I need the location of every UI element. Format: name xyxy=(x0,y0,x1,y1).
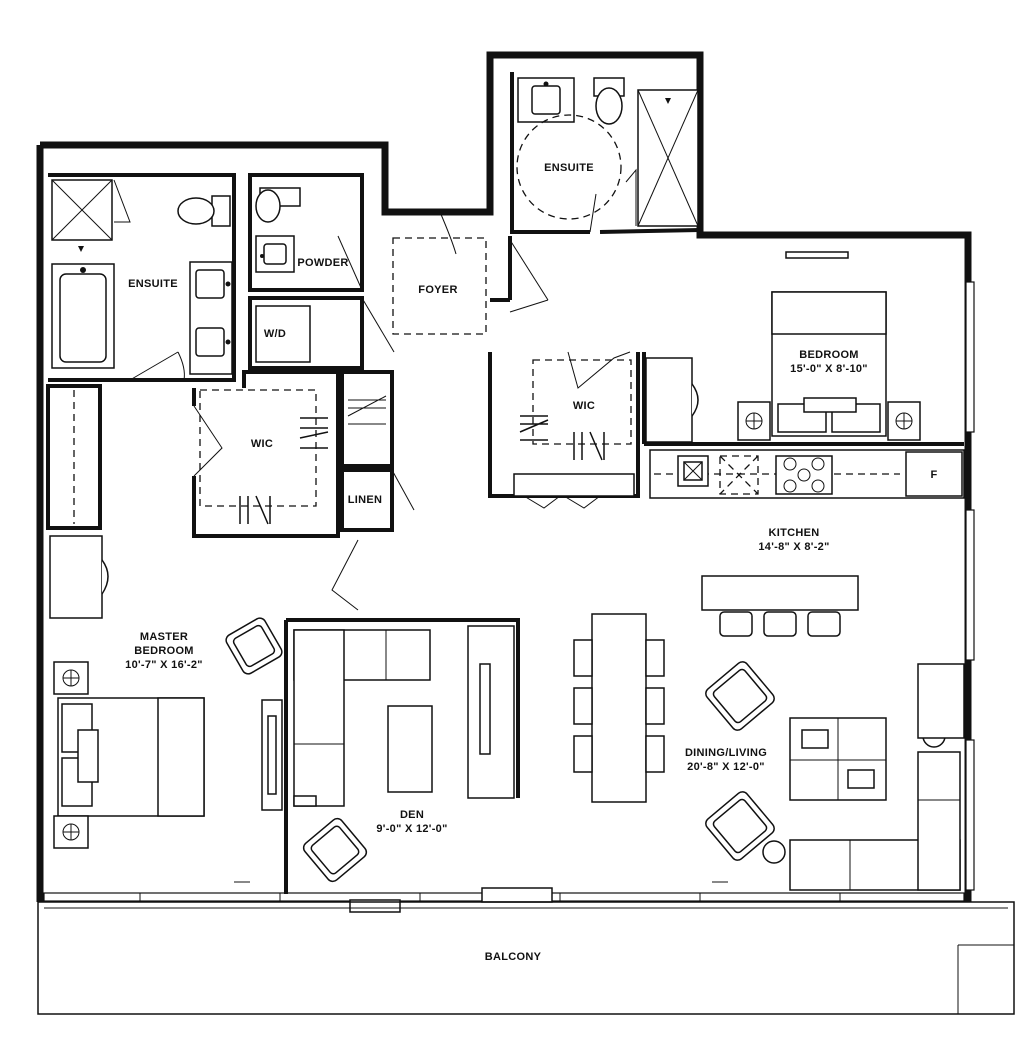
foyer-label: FOYER xyxy=(418,284,457,296)
interior-walls xyxy=(70,236,728,883)
second-wic: WIC xyxy=(488,351,640,509)
kitchen: F KITCHEN 14'-8" X 8'-2" xyxy=(649,449,965,637)
bedroom-dims: 15'-0" X 8'-10" xyxy=(790,363,868,375)
den: DEN 9'-0" X 12'-0" xyxy=(284,618,520,894)
second-bedroom: BEDROOM 15'-0" X 8'-10" xyxy=(642,251,964,446)
balcony-label: BALCONY xyxy=(485,951,542,963)
bedroom-label: BEDROOM xyxy=(799,349,859,361)
dining-living-label: DINING/LIVING xyxy=(685,747,767,759)
kitchen-dims: 14'-8" X 8'-2" xyxy=(758,541,829,553)
east-windows xyxy=(965,281,975,891)
wd-label: W/D xyxy=(264,328,286,340)
wic-second-label: WIC xyxy=(573,400,595,412)
master-bedroom: MASTER BEDROOM 10'-7" X 16'-2" xyxy=(46,384,283,849)
master-walk-in-closet: WIC xyxy=(192,370,340,538)
foyer: FOYER xyxy=(392,211,549,335)
powder-room: POWDER xyxy=(248,173,364,292)
laundry-closet: W/D xyxy=(248,235,395,370)
second-ensuite: ENSUITE xyxy=(510,72,701,234)
master-ensuite: ENSUITE xyxy=(48,173,236,382)
den-label: DEN xyxy=(400,809,424,821)
den-dims: 9'-0" X 12'-0" xyxy=(376,823,447,835)
wic-main-label: WIC xyxy=(251,438,273,450)
dining-living-dims: 20'-8" X 12'-0" xyxy=(687,761,765,773)
master-label-line1: MASTER xyxy=(140,631,188,643)
balcony: BALCONY xyxy=(37,901,1015,1015)
fridge-label: F xyxy=(930,469,937,481)
master-dims: 10'-7" X 16'-2" xyxy=(125,659,203,671)
kitchen-label: KITCHEN xyxy=(769,527,820,539)
linen-label: LINEN xyxy=(348,494,383,506)
master-label-line2: BEDROOM xyxy=(134,645,194,657)
ensuite-main-label: ENSUITE xyxy=(128,278,178,290)
dining-living: DINING/LIVING 20'-8" X 12'-0" xyxy=(573,613,965,891)
ensuite-second-label: ENSUITE xyxy=(544,162,594,174)
powder-label: POWDER xyxy=(297,257,348,269)
linen-closet: LINEN xyxy=(331,370,415,611)
